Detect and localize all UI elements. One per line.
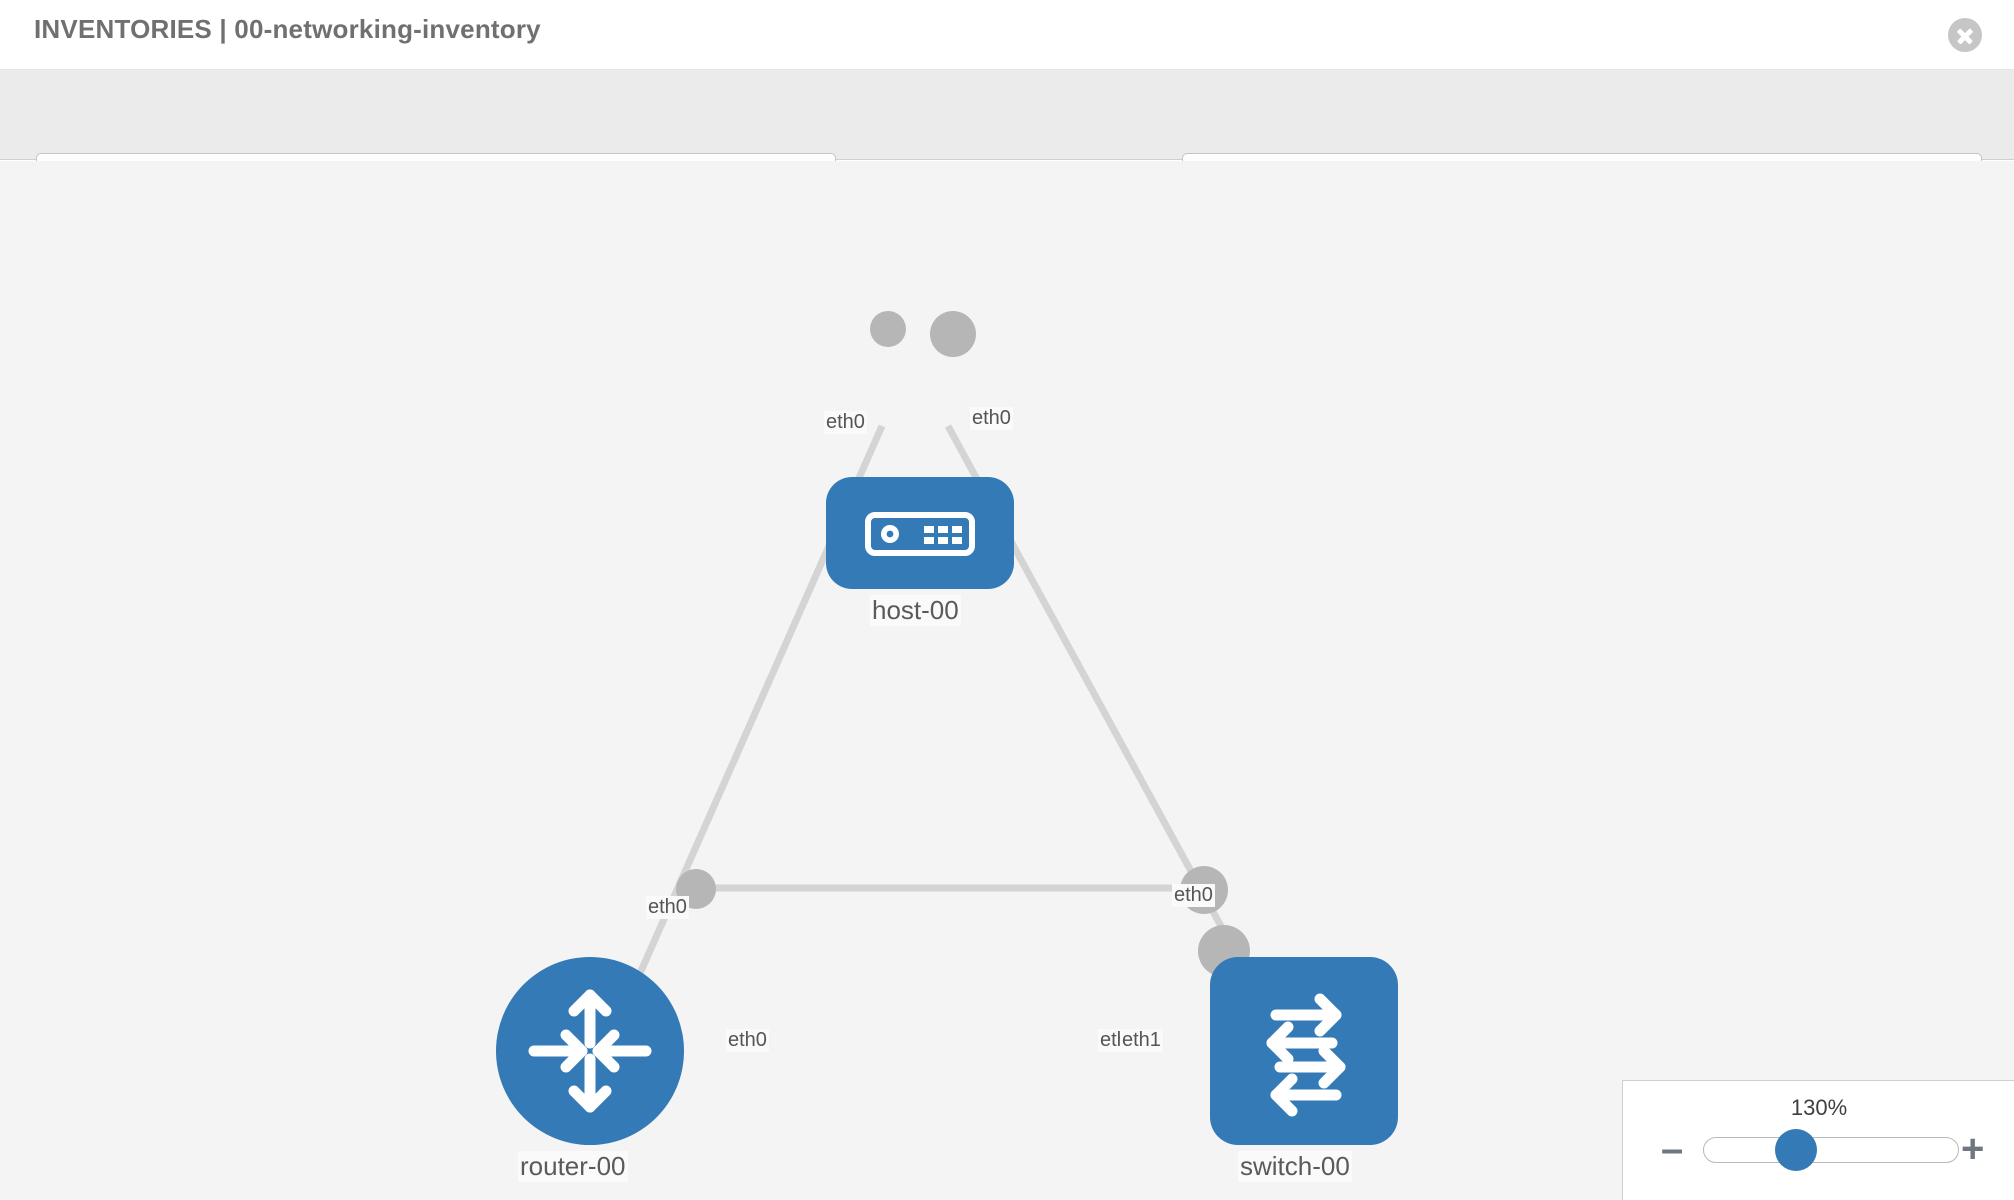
zoom-slider-track[interactable] — [1703, 1137, 1959, 1163]
page-header: INVENTORIES | 00-networking-inventory — [0, 0, 2014, 70]
zoom-slider-thumb[interactable] — [1775, 1129, 1817, 1171]
router-arrows-icon — [528, 989, 652, 1113]
topology-edges — [626, 424, 1244, 998]
iface-label-router-to-switch: eth0 — [726, 1029, 769, 1052]
topology-canvas[interactable]: host-00 — [0, 161, 2014, 1200]
zoom-control-panel: 130% – + — [1622, 1080, 2014, 1200]
iface-label-switch-to-host: eth0 — [1172, 884, 1215, 907]
topology-node-switch-00[interactable]: switch-00 — [1210, 957, 1398, 1182]
server-icon — [865, 512, 975, 556]
close-icon[interactable] — [1948, 18, 1982, 52]
iface-label-host-left: eth0 — [824, 411, 867, 434]
node-label-switch-00: switch-00 — [1238, 1151, 1352, 1182]
node-shape-switch — [1210, 957, 1398, 1145]
interface-nub-host-right — [930, 311, 976, 357]
switch-arrows-icon — [1266, 993, 1346, 1117]
node-shape-host — [826, 477, 1014, 589]
node-label-host-00: host-00 — [870, 595, 961, 626]
topology-node-router-00[interactable]: router-00 — [496, 957, 684, 1182]
page-title: INVENTORIES | 00-networking-inventory — [34, 14, 541, 44]
iface-label-router-to-host: eth0 — [646, 896, 689, 919]
toolbar: ACTIONS SEARCH — [0, 70, 2014, 207]
node-shape-router — [496, 957, 684, 1145]
zoom-in-button[interactable]: + — [1961, 1127, 1985, 1171]
zoom-level-value: 130% — [1790, 1095, 1848, 1120]
iface-label-host-right: eth0 — [970, 407, 1013, 430]
interface-nub-host-left — [870, 311, 906, 347]
zoom-out-button[interactable]: – — [1661, 1127, 1684, 1171]
node-label-router-00: router-00 — [518, 1151, 628, 1182]
topology-node-host-00[interactable]: host-00 — [826, 477, 1014, 626]
iface-label-switch-to-router-b: eth1 — [1120, 1029, 1163, 1052]
